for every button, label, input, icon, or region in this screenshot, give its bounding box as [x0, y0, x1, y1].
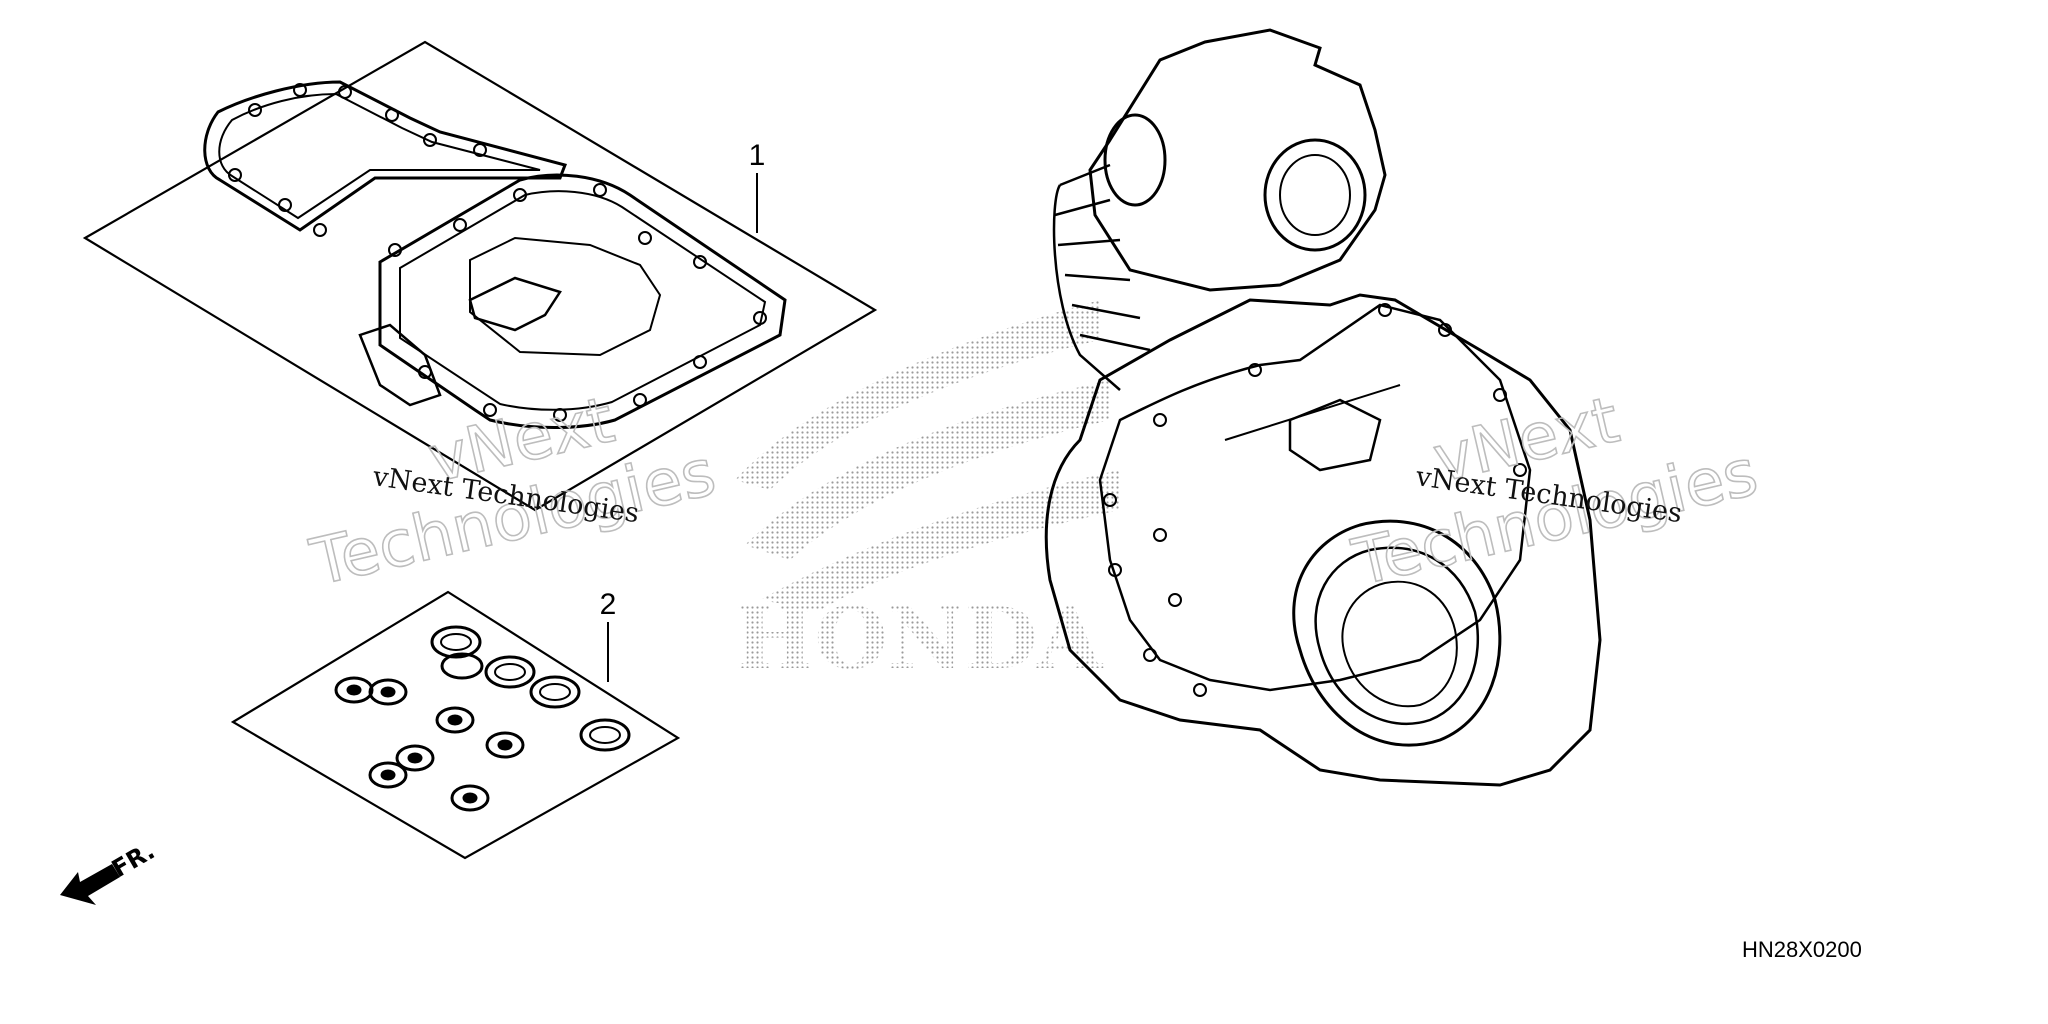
honda-logo-text: HONDA [735, 589, 1104, 688]
gasket-bolt-holes [228, 83, 767, 422]
watermark-right: vNext Technologies vNext Technologies [1345, 383, 1765, 602]
honda-wing-logo: HONDA [735, 300, 1120, 688]
gasket-kit-b [230, 590, 681, 860]
small-gasket [358, 323, 442, 407]
callout-2[interactable]: 2 [600, 588, 617, 621]
head-gasket [469, 236, 662, 357]
oil-pan-gasket [468, 276, 562, 332]
cylinder-fins [1054, 163, 1151, 352]
head-port-right [1263, 138, 1367, 252]
front-direction-indicator: FR. [60, 837, 159, 905]
seal-rings [334, 625, 631, 812]
gasket-kit-b-sheet [230, 590, 681, 860]
head-port-left [1103, 113, 1167, 207]
gasket-kit-a-sheet [82, 40, 878, 512]
engine-assembly [1044, 28, 1602, 787]
crankcase-cover [1098, 303, 1532, 692]
cover-gasket [203, 80, 568, 232]
crankcase [1044, 293, 1602, 787]
watermark-left: vNext Technologies vNext Technologies [303, 383, 723, 602]
crankcase-bolt-holes [1103, 303, 1527, 697]
callout-1[interactable]: 1 [749, 139, 766, 172]
stator-ring [1292, 519, 1502, 747]
crankcase-gasket [378, 173, 787, 429]
drawing-code: HN28X0200 [1742, 937, 1862, 962]
front-arrow-icon [60, 864, 120, 905]
cylinder-head [1088, 28, 1387, 292]
gasket-kit-a [82, 40, 878, 512]
